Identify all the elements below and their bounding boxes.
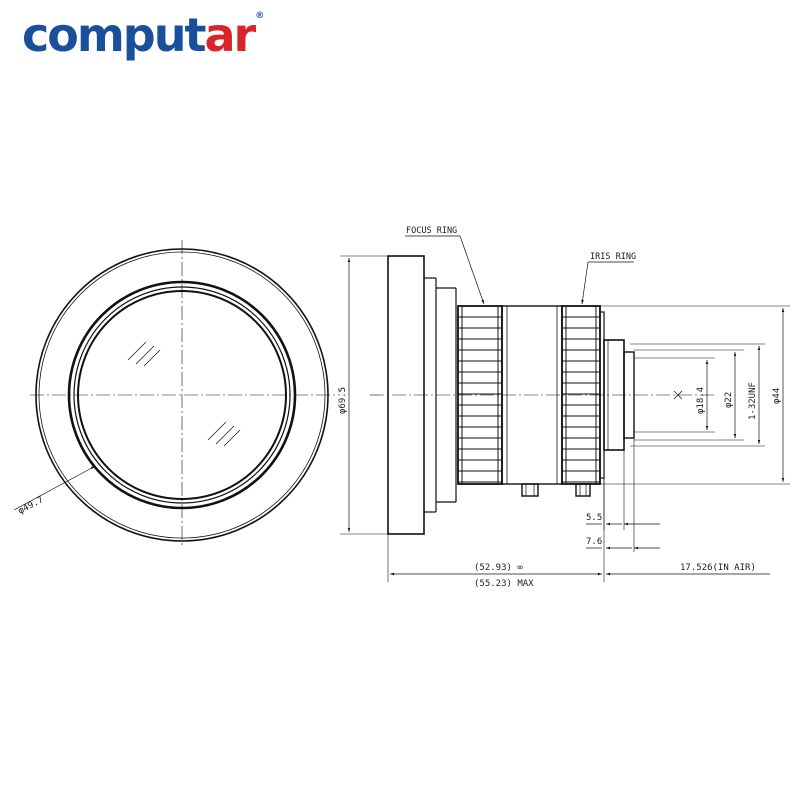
- front-hood: [387, 255, 425, 535]
- logo-text-main: compu: [22, 8, 186, 62]
- iris-lock-screw: [575, 483, 591, 497]
- logo-text-t: t: [184, 8, 206, 62]
- flange-label: 17.526(IN AIR): [680, 563, 756, 573]
- d22-label: φ22: [724, 392, 734, 408]
- iris-ring-leader: [581, 261, 589, 305]
- front-glass-circle: [77, 290, 287, 500]
- front-outer-circle: [35, 248, 329, 542]
- focus-lock-screw: [521, 483, 539, 497]
- thread-label: 1-32UNF: [748, 382, 758, 420]
- iris-ring-knurl: [562, 306, 600, 484]
- front-diameter-label: φ49.7: [17, 495, 46, 517]
- focus-ring-knurl: [458, 306, 502, 484]
- glass-glare-marks: [127, 341, 241, 447]
- focus-ring-label: FOCUS RING: [406, 226, 457, 236]
- logo-text-accent: ar: [204, 8, 256, 62]
- front-outer-inner-circle: [38, 251, 326, 539]
- focus-ring-leader: [459, 235, 485, 305]
- front-bezel-circle: [67, 280, 297, 510]
- side-view: [340, 235, 790, 582]
- extension-lines: [340, 255, 790, 582]
- len-7-6-label: 7.6: [586, 537, 602, 547]
- front-view: [13, 240, 340, 545]
- d44-label: φ44: [772, 388, 782, 404]
- rear-lens-element: [623, 351, 635, 439]
- front-bezel-inner-circle: [73, 286, 291, 504]
- len-max-label: (55.23) MAX: [474, 579, 534, 589]
- computar-logo: computar®: [22, 11, 265, 59]
- len-5-5-label: 5.5: [586, 513, 602, 523]
- front-diameter-leader: [13, 469, 89, 511]
- registered-mark: ®: [255, 11, 265, 21]
- outer-diameter-label: φ69.5: [338, 387, 348, 414]
- iris-ring-label: IRIS RING: [590, 252, 636, 262]
- len-inf-label: (52.93) ∞: [474, 563, 523, 573]
- d18-label: φ18.4: [696, 387, 706, 414]
